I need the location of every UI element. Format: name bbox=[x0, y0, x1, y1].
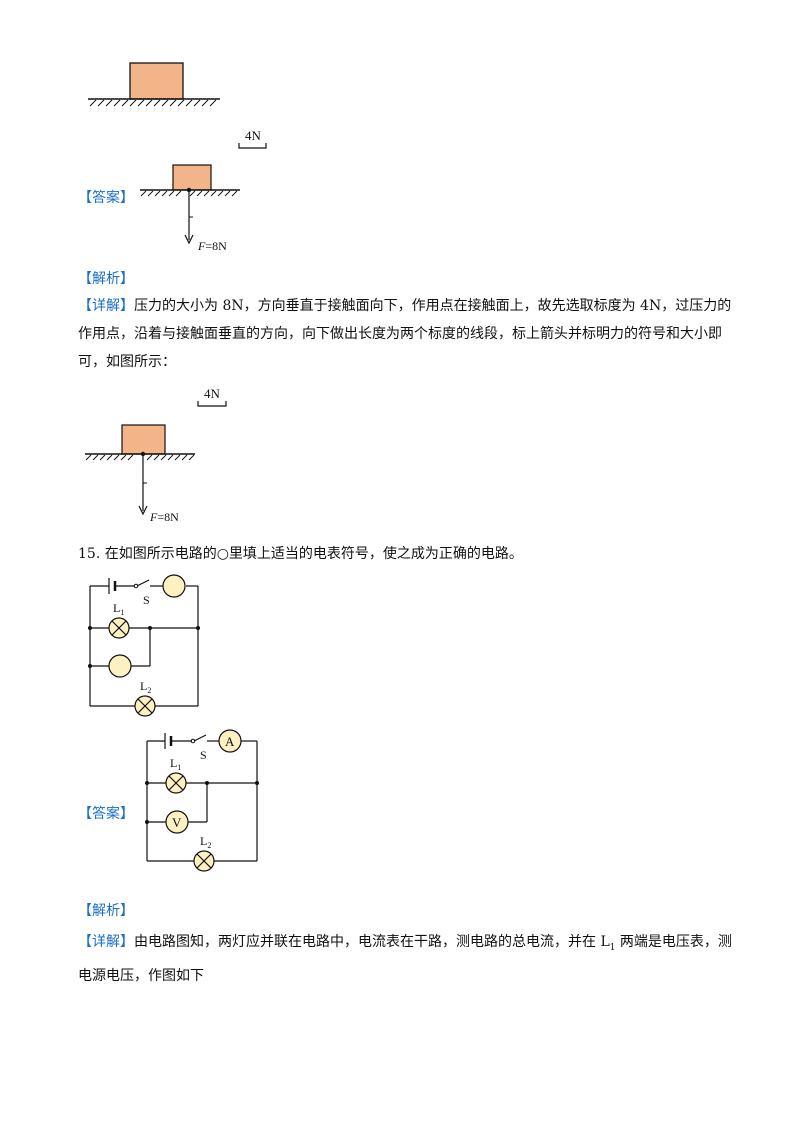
voltmeter-label: V bbox=[172, 815, 182, 830]
problem-15-text: 15. 在如图所示电路的○里填上适当的电表符号，使之成为正确的电路。 bbox=[78, 546, 523, 562]
arrow-head bbox=[184, 234, 194, 245]
arrow-head bbox=[138, 505, 148, 516]
force-label: F=8N bbox=[197, 239, 227, 253]
detail-paragraph-15: 【详解】由电路图知，两灯应并联在电路中，电流表在干路，测电路的总电流，并在 L1… bbox=[78, 934, 732, 984]
ammeter-label: A bbox=[225, 734, 235, 749]
block bbox=[129, 62, 184, 100]
switch-label: S bbox=[200, 748, 207, 762]
analysis-tag-15: 【解析】 bbox=[78, 903, 134, 919]
scale-label: 4N bbox=[245, 128, 262, 143]
scale-label: 4N bbox=[204, 386, 221, 401]
scale-bracket bbox=[197, 401, 227, 407]
block bbox=[121, 424, 166, 455]
circuit-question: S L1 L2 bbox=[88, 574, 200, 717]
force-diagram-answer: 4N F=8N bbox=[140, 128, 267, 253]
block bbox=[172, 164, 212, 191]
answer-tag-14: 【答案】 bbox=[78, 190, 134, 206]
force-diagram-analysis: 4N F=8N bbox=[85, 386, 227, 524]
switch-label: S bbox=[143, 593, 150, 607]
detail-tag: 【详解】 bbox=[78, 934, 134, 950]
lamp1-label: L1 bbox=[170, 756, 181, 772]
scale-bracket bbox=[238, 143, 267, 149]
block-on-ground-figure bbox=[88, 62, 220, 107]
lamp2-label: L2 bbox=[200, 834, 211, 850]
lamp1-label: L1 bbox=[113, 601, 124, 617]
force-label: F=8N bbox=[149, 510, 179, 524]
answer-tag-15: 【答案】 bbox=[78, 806, 134, 822]
detail-paragraph-14: 【详解】压力的大小为 8N，方向垂直于接触面向下，作用点在接触面上，故先选取标度… bbox=[78, 298, 732, 370]
lamp2-label: L2 bbox=[140, 679, 151, 695]
analysis-tag-14: 【解析】 bbox=[78, 271, 134, 287]
detail-tag: 【详解】 bbox=[78, 298, 134, 314]
circuit-answer: A V S L1 L2 bbox=[145, 729, 259, 872]
